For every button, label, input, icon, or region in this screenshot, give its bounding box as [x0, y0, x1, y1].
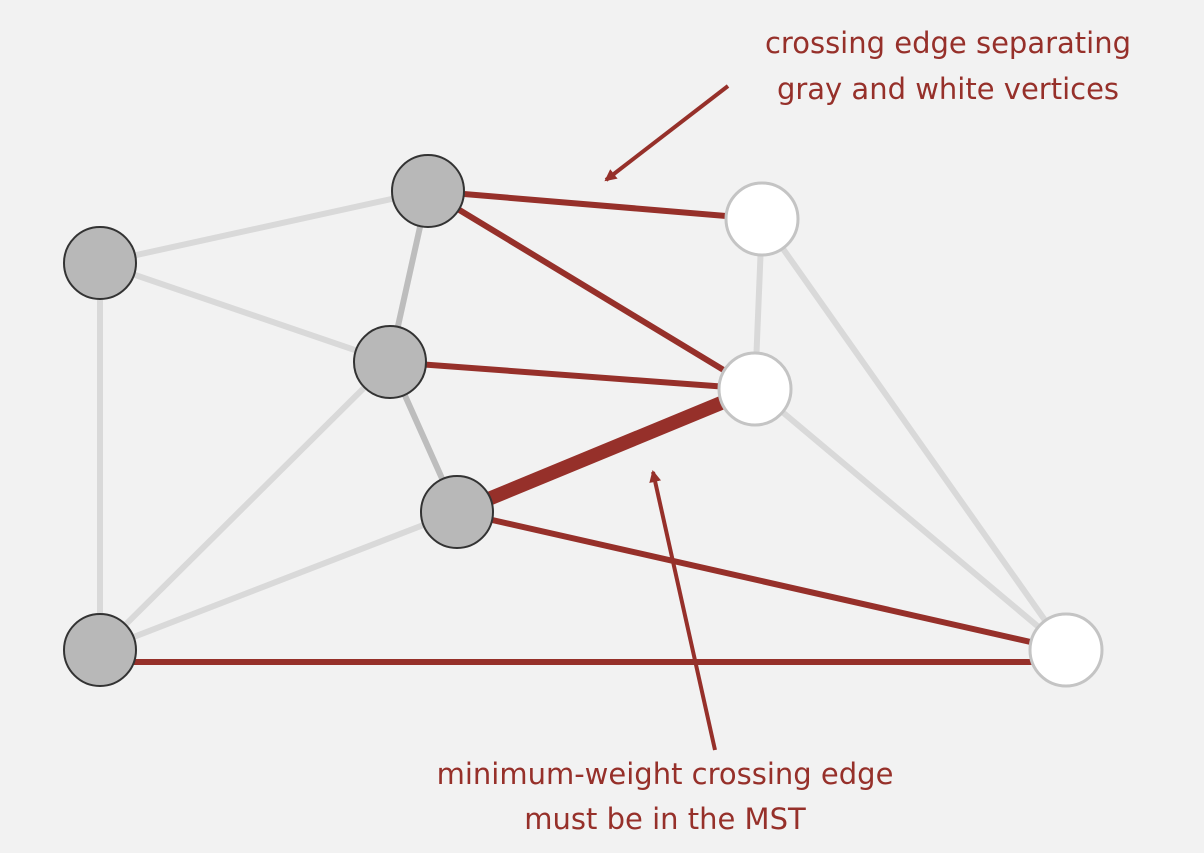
white-vertex [717, 351, 793, 427]
crossing-edge-g1-w1 [426, 188, 757, 392]
white-vertex [724, 181, 800, 257]
gray-vertex [391, 154, 465, 228]
min-edge-label-line2: must be in the MST [524, 802, 806, 836]
crossing-edge-label-line1: crossing edge separating [765, 26, 1131, 60]
edge-g0-g2 [97, 260, 393, 365]
gray-vertex [420, 475, 494, 549]
min-edge-arrow [649, 470, 717, 751]
crossing-edge-g2-w1 [389, 359, 756, 392]
gray-vertex [353, 325, 427, 399]
edge-w0-w2 [759, 216, 1069, 653]
crossing-edge-arrow [604, 84, 730, 182]
crossing-edge-g3-w2 [456, 509, 1067, 653]
gray-vertex [63, 226, 137, 300]
edge-g4-g2 [97, 359, 393, 653]
edge-g0-g1 [97, 188, 431, 266]
edge-w1-w2 [752, 386, 1069, 653]
min-edge-label-line1: minimum-weight crossing edge [437, 757, 894, 791]
crossing-edge-g1-w0 [427, 188, 763, 222]
gray-vertex [63, 613, 137, 687]
edge-g4-g3 [97, 509, 460, 653]
white-vertex [1028, 612, 1104, 688]
min-weight-crossing-edge [454, 382, 758, 519]
crossing-edge-label-line2: gray and white vertices [777, 72, 1119, 106]
